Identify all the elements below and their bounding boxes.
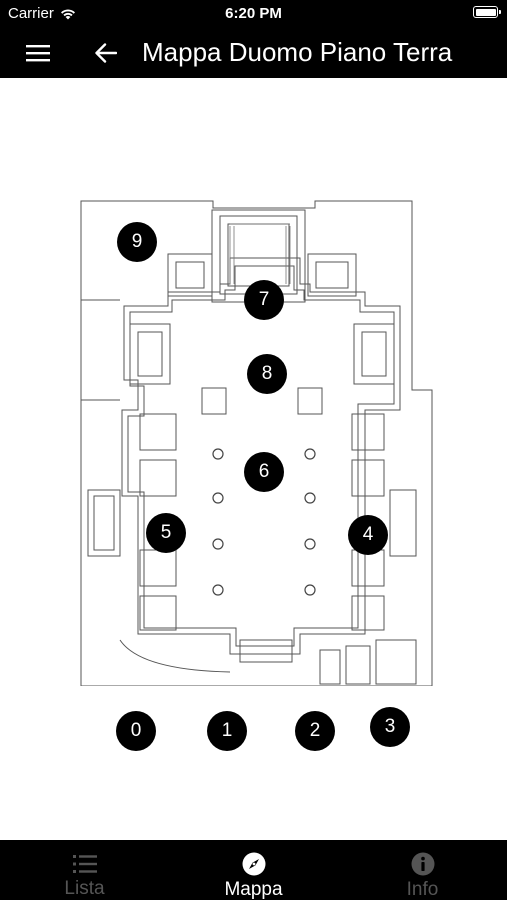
tab-bar: Lista Mappa Info [0,840,507,900]
battery-level [475,8,496,16]
map-marker[interactable]: 3 [370,707,410,747]
page-title: Mappa Duomo Piano Terra [142,37,453,67]
map-marker[interactable]: 9 [117,222,157,262]
map-marker[interactable]: 8 [247,354,287,394]
carrier-indicator: Carrier [8,5,76,22]
wifi-icon [60,9,75,19]
tab-info[interactable]: Info [338,840,507,900]
tab-mappa[interactable]: Mappa [169,840,338,900]
map-marker[interactable]: 7 [244,280,284,320]
arrow-left-icon [95,43,117,63]
menu-button[interactable] [18,38,58,68]
map-marker[interactable]: 5 [146,513,186,553]
info-icon [410,852,436,876]
map-marker[interactable]: 1 [207,711,247,751]
list-icon [72,852,98,875]
tab-lista[interactable]: Lista [0,840,169,900]
hamburger-menu-icon [26,45,50,62]
tab-label: Lista [64,878,105,899]
map-marker[interactable]: 6 [244,452,284,492]
tab-label: Info [406,879,439,900]
floor-plan-map[interactable] [80,200,444,686]
carrier-label: Carrier [8,5,54,22]
navigation-bar: Mappa Duomo Piano Terra [0,28,507,78]
map-marker[interactable]: 4 [348,515,388,555]
map-marker[interactable]: 0 [116,711,156,751]
back-button[interactable] [86,38,126,68]
map-content: 9 7 8 6 5 4 0 1 2 3 [0,78,507,840]
tab-label: Mappa [224,879,283,900]
battery-icon [473,6,501,18]
compass-icon [241,852,267,876]
status-time: 6:20 PM [225,5,282,22]
map-marker[interactable]: 2 [295,711,335,751]
status-bar: Carrier 6:20 PM [0,0,507,28]
